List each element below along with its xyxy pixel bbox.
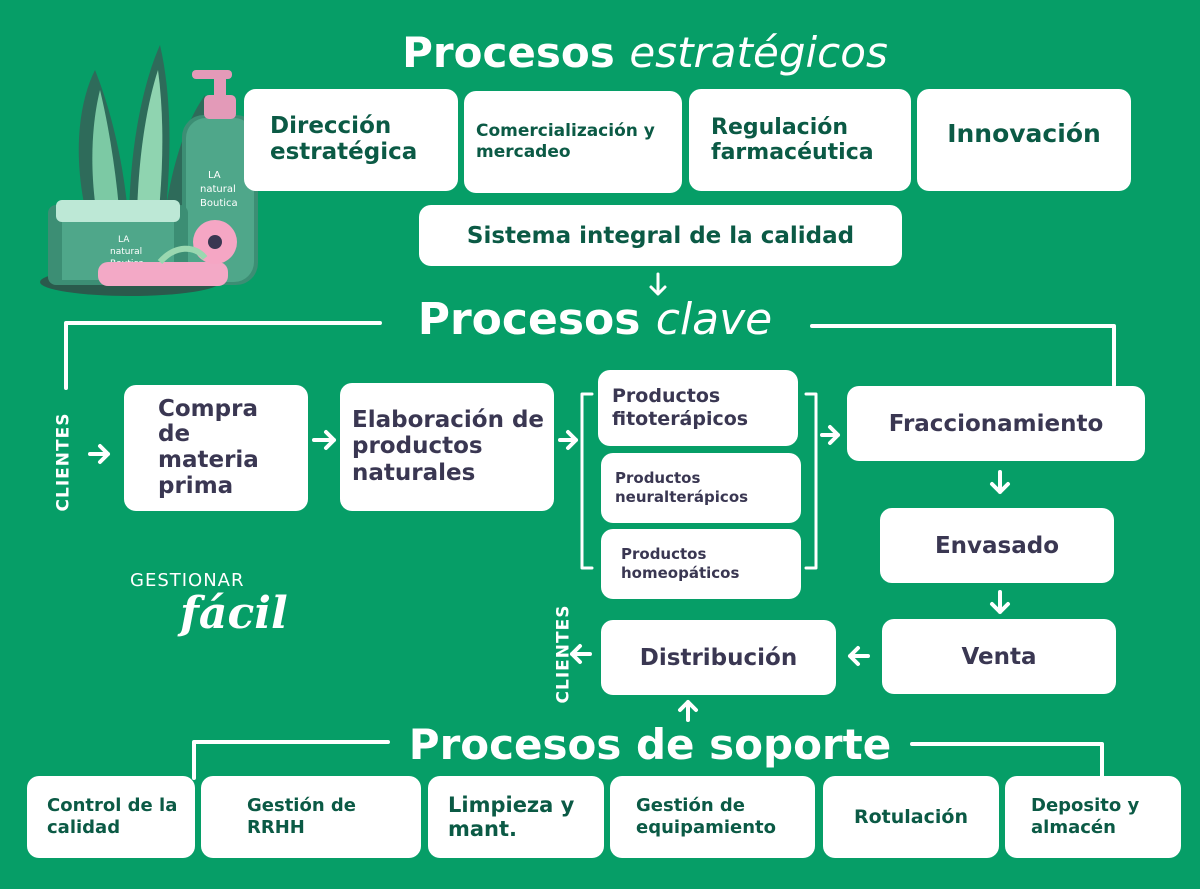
distribucion-label: Distribución <box>639 644 798 671</box>
support-box-equipamiento-label: Gestión de equipamiento <box>636 795 777 838</box>
support-box-control-calidad: Control de la calidad <box>27 776 195 858</box>
envasado-label: Envasado <box>934 532 1060 559</box>
elaboracion-label: Elaboración de productos naturales <box>352 407 545 486</box>
clients-label-right: CLIENTES <box>553 604 574 704</box>
strategic-box-regulacion: Regulación farmacéutica <box>689 89 911 191</box>
product-neuralterapicos-label: Productos neuralterápicos <box>615 468 749 507</box>
support-box-deposito: Deposito y almacén <box>1005 776 1181 858</box>
distribucion-box: Distribución <box>601 620 836 695</box>
strategic-title-italic: estratégicos <box>629 28 888 77</box>
strategic-box-comercializacion: Comercialización y mercadeo <box>464 91 682 193</box>
product-fitoterapicos-box: Productos fitoterápicos <box>598 370 798 446</box>
support-box-control-calidad-label: Control de la calidad <box>47 795 178 838</box>
fraccionamiento-label: Fraccionamiento <box>888 410 1104 437</box>
compra-label: Compra de materia prima <box>158 395 259 499</box>
support-box-deposito-label: Deposito y almacén <box>1031 795 1140 838</box>
strategic-box-direccion-label: Dirección estratégica <box>270 113 418 165</box>
key-title-bold: Procesos <box>417 294 641 345</box>
key-title: Procesos clave <box>380 298 810 342</box>
support-box-rrhh: Gestión de RRHH <box>201 776 421 858</box>
envasado-box: Envasado <box>880 508 1114 583</box>
strategic-title-bold: Procesos <box>402 28 615 77</box>
strategic-title: Procesos estratégicos <box>330 32 960 74</box>
venta-box: Venta <box>882 619 1116 694</box>
support-box-limpieza: Limpieza y mant. <box>428 776 604 858</box>
key-title-italic: clave <box>655 294 773 345</box>
svg-text:LA: LA <box>208 170 221 181</box>
product-neuralterapicos-box: Productos neuralterápicos <box>601 453 801 523</box>
venta-label: Venta <box>961 643 1037 670</box>
logo-gestionar: GESTIONAR <box>130 570 245 591</box>
compra-box: Compra de materia prima <box>124 385 308 511</box>
elaboracion-box: Elaboración de productos naturales <box>340 383 554 511</box>
quality-system-box: Sistema integral de la calidad <box>419 205 902 266</box>
svg-text:Boutica: Boutica <box>200 198 238 209</box>
support-title: Procesos de soporte <box>408 720 892 769</box>
logo-facil: fácil <box>180 588 288 639</box>
svg-text:natural: natural <box>200 184 236 195</box>
support-box-rrhh-label: Gestión de RRHH <box>247 795 357 838</box>
product-fitoterapicos-label: Productos fitoterápicos <box>612 385 749 430</box>
svg-text:LA: LA <box>118 235 130 245</box>
strategic-box-innovacion: Innovación <box>917 89 1131 191</box>
quality-system-label: Sistema integral de la calidad <box>466 222 855 249</box>
product-illustration: LA natural Boutica LA natural Boutica <box>40 45 258 296</box>
svg-text:natural: natural <box>110 247 142 257</box>
strategic-box-comercializacion-label: Comercialización y mercadeo <box>476 120 655 162</box>
strategic-box-innovacion-label: Innovación <box>947 119 1101 148</box>
product-homeopaticos-box: Productos homeopáticos <box>601 529 801 599</box>
strategic-box-regulacion-label: Regulación farmacéutica <box>711 114 874 165</box>
product-homeopaticos-label: Productos homeopáticos <box>621 544 740 583</box>
support-box-rotulacion-label: Rotulación <box>854 806 968 828</box>
strategic-box-direccion: Dirección estratégica <box>244 89 458 191</box>
support-box-limpieza-label: Limpieza y mant. <box>448 792 575 841</box>
fraccionamiento-box: Fraccionamiento <box>847 386 1145 461</box>
clients-label-left: CLIENTES <box>53 412 74 512</box>
support-box-equipamiento: Gestión de equipamiento <box>610 776 815 858</box>
support-box-rotulacion: Rotulación <box>823 776 999 858</box>
